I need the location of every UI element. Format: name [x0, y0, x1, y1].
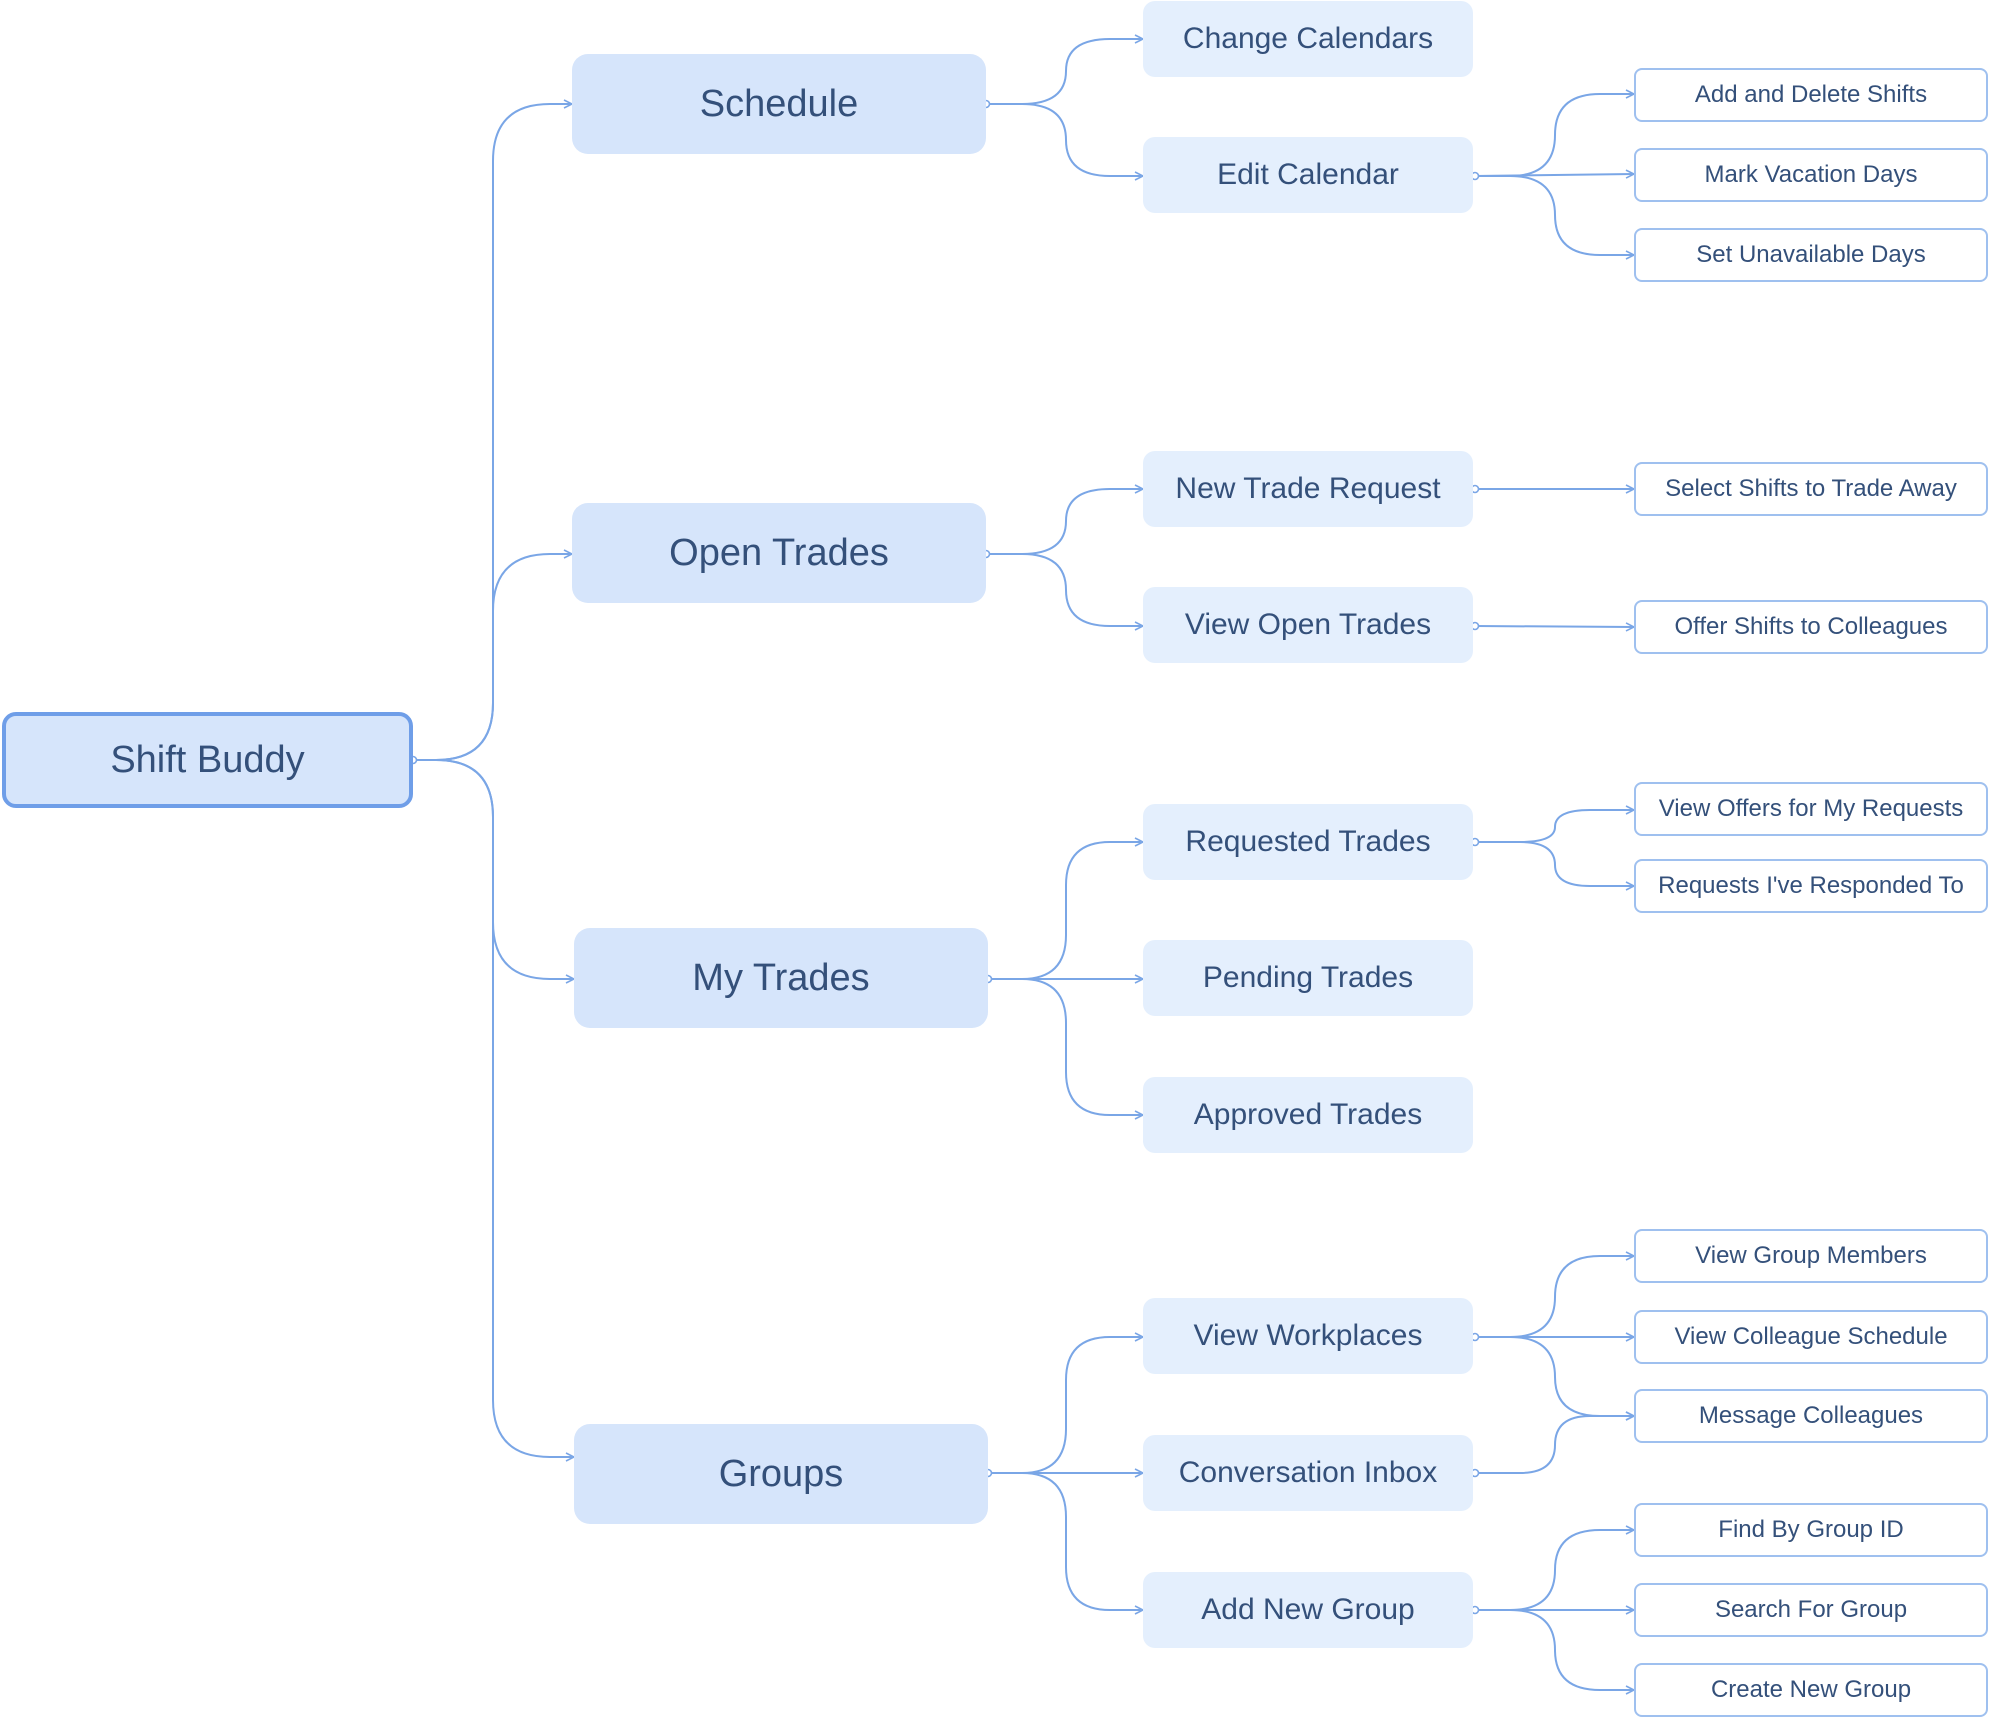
connector-groups-view-workplaces [988, 1337, 1143, 1474]
node-label: Groups [718, 1452, 844, 1495]
connector-workplaces-message-colleagues [1475, 1336, 1634, 1416]
node-label: Requests I've Responded To [1658, 872, 1964, 899]
node-label: View Group Members [1695, 1242, 1927, 1269]
node-label: Offer Shifts to Colleagues [1674, 613, 1948, 640]
root-node-shift-buddy[interactable]: Shift Buddy [2, 712, 413, 808]
connector-open-trades-view-open [986, 553, 1143, 626]
connector-root-groups [413, 759, 574, 1457]
node-schedule[interactable]: Schedule [572, 54, 986, 154]
connector-requested-responded [1475, 841, 1634, 886]
node-set-unavailable-days[interactable]: Set Unavailable Days [1634, 228, 1988, 282]
node-label: Approved Trades [1193, 1098, 1423, 1131]
node-label: New Trade Request [1175, 472, 1441, 505]
node-mark-vacation-days[interactable]: Mark Vacation Days [1634, 148, 1988, 202]
node-label: Message Colleagues [1698, 1402, 1924, 1429]
node-label: Change Calendars [1182, 22, 1434, 55]
connector-schedule-edit-calendar [986, 103, 1143, 176]
node-select-shifts-to-trade-away[interactable]: Select Shifts to Trade Away [1634, 462, 1988, 516]
node-my-trades[interactable]: My Trades [574, 928, 988, 1028]
connector-root-open-trades [413, 554, 572, 761]
node-label: Mark Vacation Days [1704, 161, 1918, 188]
node-requested-trades[interactable]: Requested Trades [1143, 804, 1473, 880]
node-view-open-trades[interactable]: View Open Trades [1143, 587, 1473, 663]
node-label: Search For Group [1714, 1596, 1908, 1623]
node-label: Requested Trades [1185, 825, 1431, 858]
node-groups[interactable]: Groups [574, 1424, 988, 1524]
node-view-offers-for-my-requests[interactable]: View Offers for My Requests [1634, 782, 1988, 836]
node-new-trade-request[interactable]: New Trade Request [1143, 451, 1473, 527]
node-create-new-group[interactable]: Create New Group [1634, 1663, 1988, 1717]
connector-my-trades-approved [988, 978, 1143, 1115]
connector-edit-calendar-mark-vacation [1474, 174, 1634, 176]
connector-workplaces-group-members [1475, 1256, 1634, 1338]
connector-my-trades-requested [988, 842, 1143, 980]
connector-edit-calendar-set-unavailable [1475, 175, 1634, 255]
node-label: Add New Group [1201, 1593, 1415, 1626]
node-find-by-group-id[interactable]: Find By Group ID [1634, 1503, 1988, 1557]
node-label: Edit Calendar [1217, 158, 1399, 191]
node-change-calendars[interactable]: Change Calendars [1143, 1, 1473, 77]
node-pending-trades[interactable]: Pending Trades [1143, 940, 1473, 1016]
node-add-new-group[interactable]: Add New Group [1143, 1572, 1473, 1648]
node-label: View Offers for My Requests [1658, 795, 1964, 822]
connector-groups-add-new-group [988, 1472, 1143, 1610]
node-label: Find By Group ID [1718, 1516, 1904, 1543]
node-label: Open Trades [669, 531, 889, 574]
node-label: Pending Trades [1202, 961, 1414, 994]
node-label: Set Unavailable Days [1696, 241, 1926, 268]
node-add-and-delete-shifts[interactable]: Add and Delete Shifts [1634, 68, 1988, 122]
node-view-group-members[interactable]: View Group Members [1634, 1229, 1988, 1283]
node-view-workplaces[interactable]: View Workplaces [1143, 1298, 1473, 1374]
connector-requested-view-offers [1475, 810, 1634, 843]
connector-add-group-find-id [1475, 1530, 1634, 1611]
connector-root-my-trades [413, 759, 574, 979]
node-label: View Colleague Schedule [1674, 1323, 1948, 1350]
node-conversation-inbox[interactable]: Conversation Inbox [1143, 1435, 1473, 1511]
node-label: View Workplaces [1193, 1319, 1423, 1352]
node-edit-calendar[interactable]: Edit Calendar [1143, 137, 1473, 213]
node-label: My Trades [692, 956, 870, 999]
node-view-colleague-schedule[interactable]: View Colleague Schedule [1634, 1310, 1988, 1364]
connector-add-group-create [1475, 1609, 1634, 1690]
node-search-for-group[interactable]: Search For Group [1634, 1583, 1988, 1637]
node-label: View Open Trades [1184, 608, 1432, 641]
node-label: Schedule [699, 82, 859, 125]
node-label: Create New Group [1710, 1676, 1912, 1703]
node-open-trades[interactable]: Open Trades [572, 503, 986, 603]
root-node-label: Shift Buddy [110, 738, 305, 781]
connector-open-trades-new-request [986, 489, 1143, 555]
node-message-colleagues[interactable]: Message Colleagues [1634, 1389, 1988, 1443]
node-label: Add and Delete Shifts [1694, 81, 1928, 108]
node-offer-shifts-to-colleagues[interactable]: Offer Shifts to Colleagues [1634, 600, 1988, 654]
connector-view-open-offer-shifts [1474, 626, 1634, 627]
node-label: Select Shifts to Trade Away [1665, 475, 1957, 502]
connector-schedule-change-calendars [986, 39, 1143, 105]
connector-root-schedule [413, 104, 572, 761]
connector-inbox-message-colleagues [1475, 1416, 1634, 1474]
node-label: Conversation Inbox [1178, 1456, 1438, 1489]
connector-edit-calendar-add-delete [1475, 94, 1634, 177]
node-requests-ive-responded-to[interactable]: Requests I've Responded To [1634, 859, 1988, 913]
node-approved-trades[interactable]: Approved Trades [1143, 1077, 1473, 1153]
